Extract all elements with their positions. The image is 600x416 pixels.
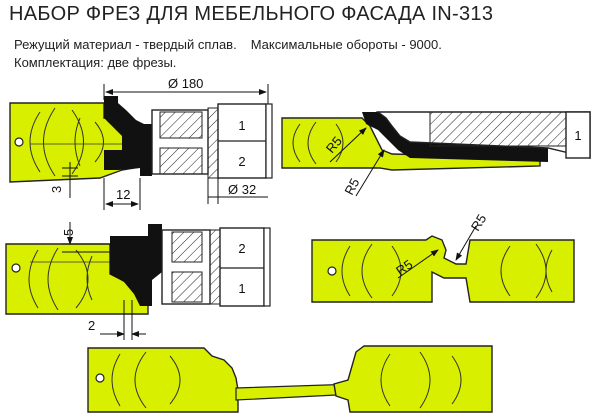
drawing-4: R5 R5 — [311, 212, 575, 303]
d2-cutter-profile — [362, 112, 548, 162]
d1-bore-label: Ø 32 — [228, 182, 256, 197]
d2-cutter-1-label: 1 — [574, 128, 581, 143]
d5-frame-right — [333, 345, 493, 413]
d3-offset-label: 5 — [61, 229, 76, 236]
d3-cutter-2-label: 2 — [238, 241, 245, 256]
d1-diameter-label: Ø 180 — [168, 76, 203, 91]
d3-cutter-1-label: 1 — [238, 281, 245, 296]
spec-line-1: Режущий материал - твердый сплав. Максима… — [14, 37, 442, 52]
drawing-3: 2 1 5 2 — [5, 222, 271, 340]
d2-arbor: 1 — [375, 111, 591, 159]
d3-arbor: 2 1 — [161, 227, 271, 307]
d4-workpiece — [311, 235, 575, 303]
drawing-5 — [87, 345, 493, 413]
d1-cutter-1-label: 1 — [238, 118, 245, 133]
d3-step-label: 2 — [88, 318, 95, 333]
page-title: НАБОР ФРЕЗ ДЛЯ МЕБЕЛЬНОГО ФАСАДА IN-313 — [9, 3, 494, 25]
d2-radius-2-label: R5 — [341, 176, 362, 198]
drawing-1: 1 2 Ø 180 Ø 32 12 3 — [9, 76, 273, 210]
spec-max-speed: Максимальные обороты - 9000. — [250, 37, 442, 52]
d1-cutter-profile — [104, 96, 152, 176]
d1-cutter-2-label: 2 — [238, 154, 245, 169]
d5-frame-left — [87, 347, 239, 413]
d3-dimensions: 5 2 — [61, 222, 146, 340]
d1-width-label: 12 — [116, 187, 130, 202]
spec-kit: Комплектация: две фрезы. — [14, 55, 177, 70]
d1-dimensions: Ø 180 Ø 32 12 3 — [49, 76, 269, 210]
d4-radius-2-label: R5 — [468, 212, 490, 234]
d3-cutter-profile — [110, 224, 162, 306]
d1-arbor: 1 2 — [151, 103, 273, 179]
d1-depth-label: 3 — [49, 186, 64, 193]
spec-material: Режущий материал - твердый сплав. — [14, 37, 237, 52]
drawing-2: 1 R5 R5 — [281, 111, 591, 198]
